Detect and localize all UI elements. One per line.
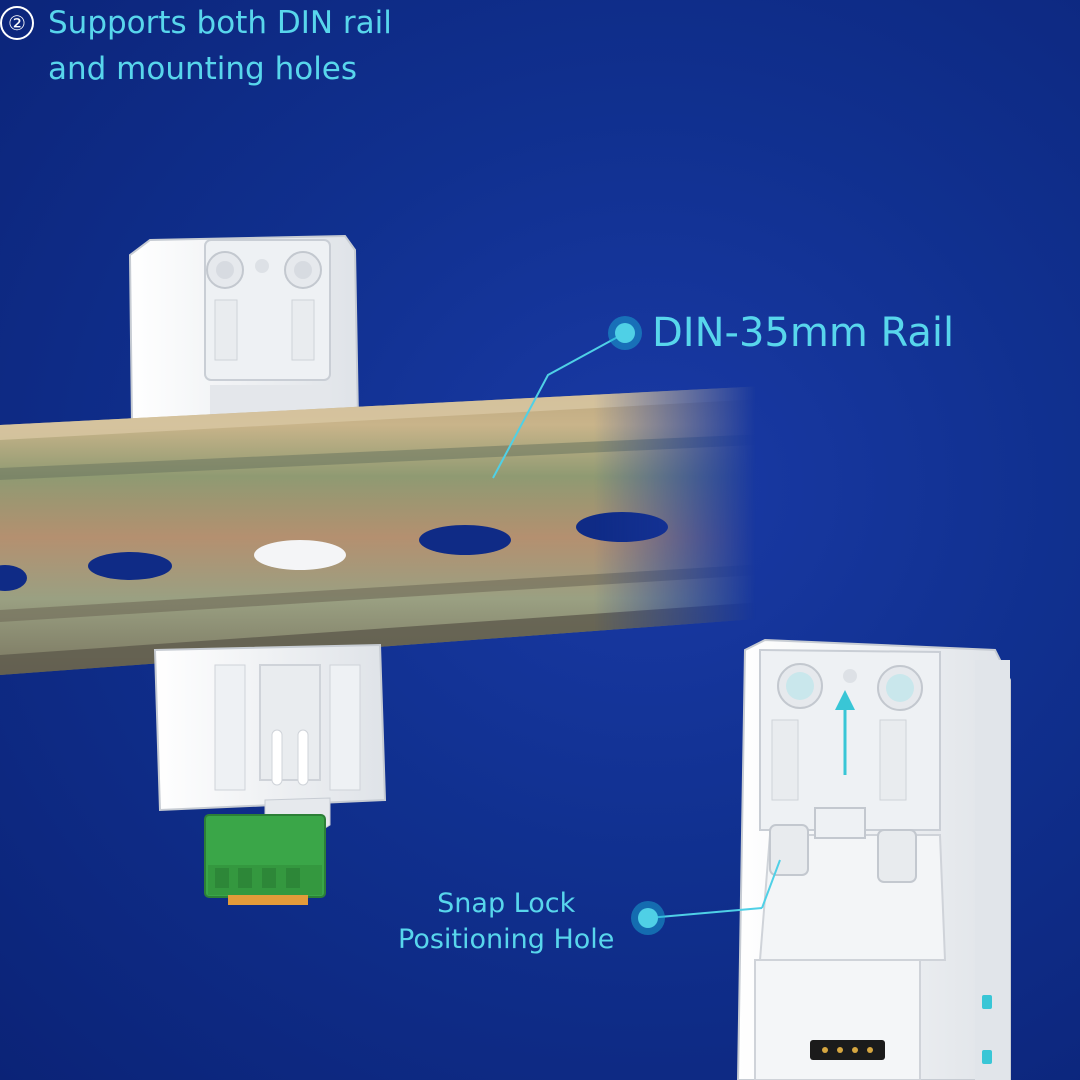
headline-line-1: Supports both DIN rail [48, 5, 392, 41]
din-module-left [128, 234, 360, 427]
terminal-block [204, 814, 326, 905]
rail-callout-line [492, 316, 642, 479]
din-module-left-lower [153, 643, 387, 836]
snap-lock-label-line-1: Snap Lock [437, 888, 576, 919]
din-rail [0, 370, 1080, 675]
din-module-right [736, 638, 1011, 1080]
rail-label: DIN-35mm Rail [652, 310, 955, 356]
up-arrow-icon [835, 690, 855, 775]
snap-lock-label-line-2: Positioning Hole [398, 924, 615, 955]
headline-line-2: and mounting holes [48, 51, 358, 87]
headline: ② Supports both DIN rail and mounting ho… [0, 0, 1080, 92]
snap-lock-label: Snap Lock Positioning Hole [398, 886, 614, 958]
headline-text: Supports both DIN rail and mounting hole… [48, 0, 392, 92]
step-number-badge: ② [0, 6, 34, 40]
snap-lock-callout-line [631, 859, 781, 935]
